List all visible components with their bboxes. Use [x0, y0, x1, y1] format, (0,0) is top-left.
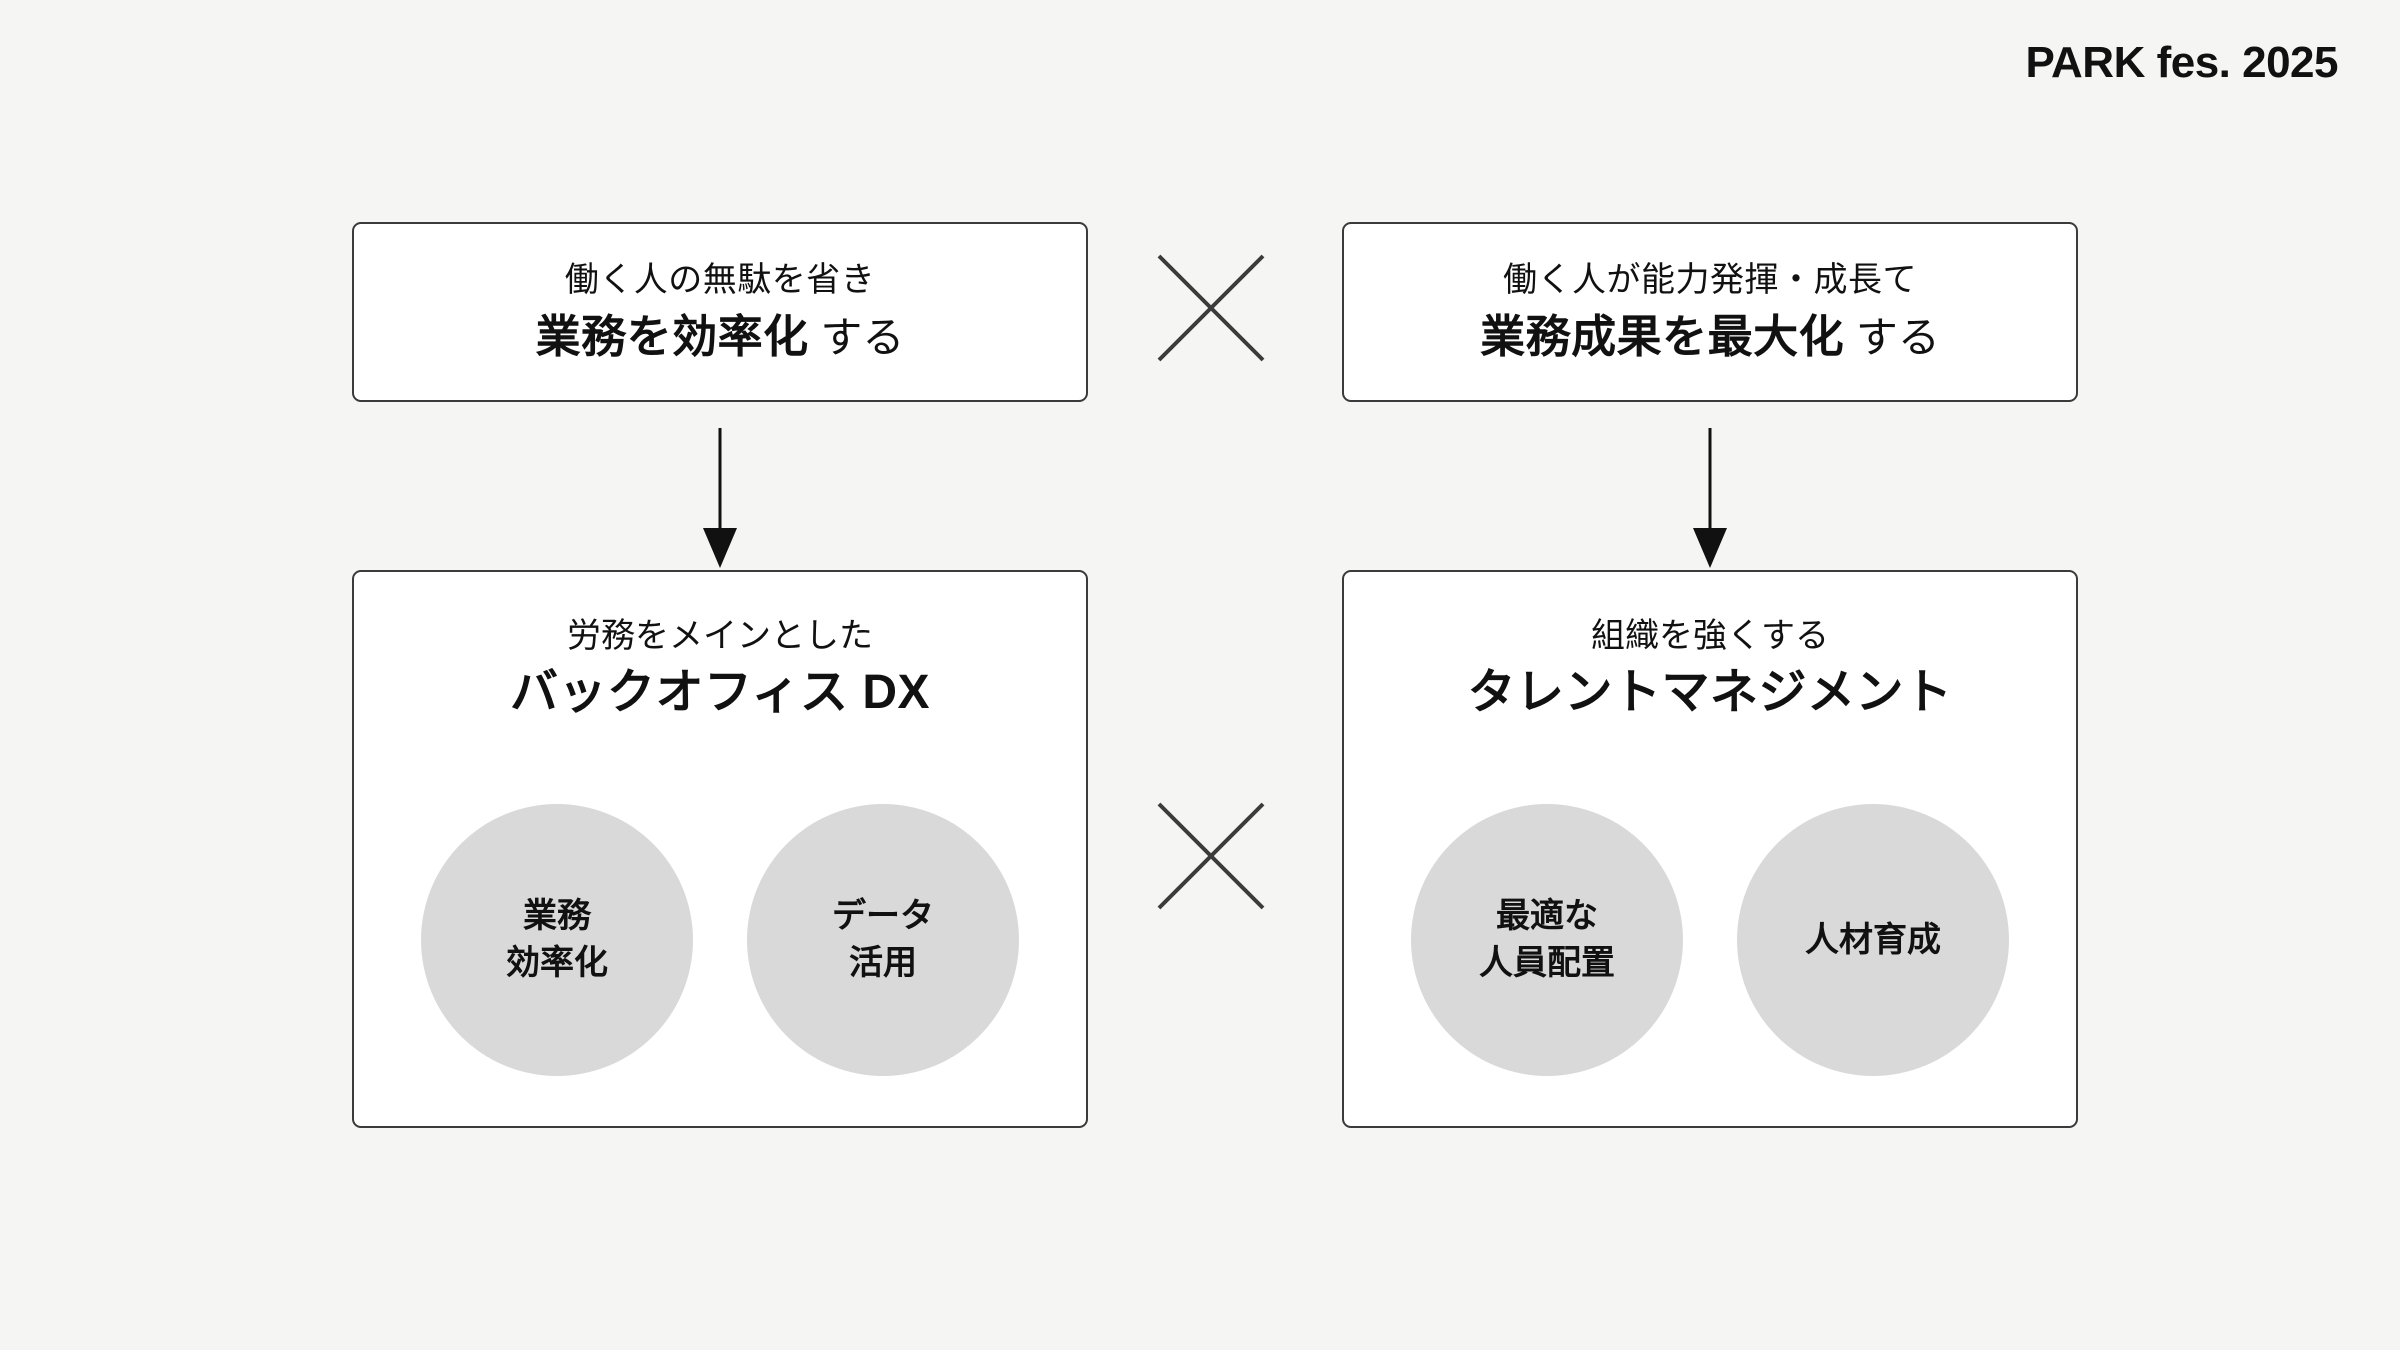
statement-line-1: 働く人が能力発揮・成長て	[1503, 260, 1917, 299]
statement-line-1: 働く人の無駄を省き	[564, 260, 876, 299]
pillar-card-backoffice-dx: 労務をメインとした バックオフィス DX 業務 効率化 データ 活用	[352, 570, 1088, 1128]
pillar-heading: 労務をメインとした バックオフィス DX	[354, 614, 1086, 725]
pillar-bubble-row: 最適な 人員配置 人材育成	[1344, 804, 2076, 1076]
statement-card-efficiency: 働く人の無駄を省き 業務を効率化 する	[352, 222, 1088, 402]
down-arrow-left	[703, 428, 737, 568]
statement-text: 働く人の無駄を省き 業務を効率化 する	[354, 258, 1086, 366]
pillar-subtitle: 労務をメインとした	[567, 617, 873, 655]
arrow-head-icon	[703, 528, 737, 568]
statement-tail: する	[820, 313, 905, 361]
x-cross-icon	[1157, 802, 1265, 910]
bubble-item: データ 活用	[747, 804, 1019, 1076]
pillar-heading: 組織を強くする タレントマネジメント	[1344, 614, 2076, 725]
bubble-line-1: 最適な	[1496, 897, 1598, 936]
bubble-line-1: 人材育成	[1805, 920, 1941, 959]
bubble-line-2: 活用	[849, 944, 917, 982]
bubble-line-2: 人員配置	[1479, 944, 1615, 982]
statement-emphasis: 業務を効率化	[535, 310, 809, 362]
bubble-line-1: 業務	[523, 897, 591, 936]
bubble-line-2: 効率化	[506, 944, 608, 982]
statement-text: 働く人が能力発揮・成長て 業務成果を最大化 する	[1344, 258, 2076, 366]
statement-emphasis: 業務成果を最大化	[1480, 310, 1845, 362]
pillar-title: バックオフィス DX	[509, 666, 931, 720]
cross-separator-bottom	[1155, 800, 1267, 912]
bubble-line-1: データ	[832, 897, 934, 936]
bubble-item: 人材育成	[1737, 804, 2009, 1076]
bubble-item: 業務 効率化	[421, 804, 693, 1076]
x-cross-icon	[1157, 254, 1265, 362]
arrow-head-icon	[1693, 528, 1727, 568]
pillar-subtitle: 組織を強くする	[1591, 617, 1829, 655]
statement-tail: する	[1855, 313, 1940, 361]
statement-line-2: 業務を効率化 する	[354, 307, 1086, 366]
pillar-title: タレントマネジメント	[1467, 666, 1953, 720]
statement-line-2: 業務成果を最大化 する	[1344, 307, 2076, 366]
event-logo: PARK fes. 2025	[2025, 38, 2338, 87]
statement-card-maximize: 働く人が能力発揮・成長て 業務成果を最大化 する	[1342, 222, 2078, 402]
arrow-shaft	[1708, 428, 1712, 540]
arrow-shaft	[718, 428, 722, 540]
pillar-bubble-row: 業務 効率化 データ 活用	[354, 804, 1086, 1076]
bubble-item: 最適な 人員配置	[1411, 804, 1683, 1076]
down-arrow-right	[1693, 428, 1727, 568]
cross-separator-top	[1155, 252, 1267, 364]
pillar-card-talent-management: 組織を強くする タレントマネジメント 最適な 人員配置 人材育成	[1342, 570, 2078, 1128]
